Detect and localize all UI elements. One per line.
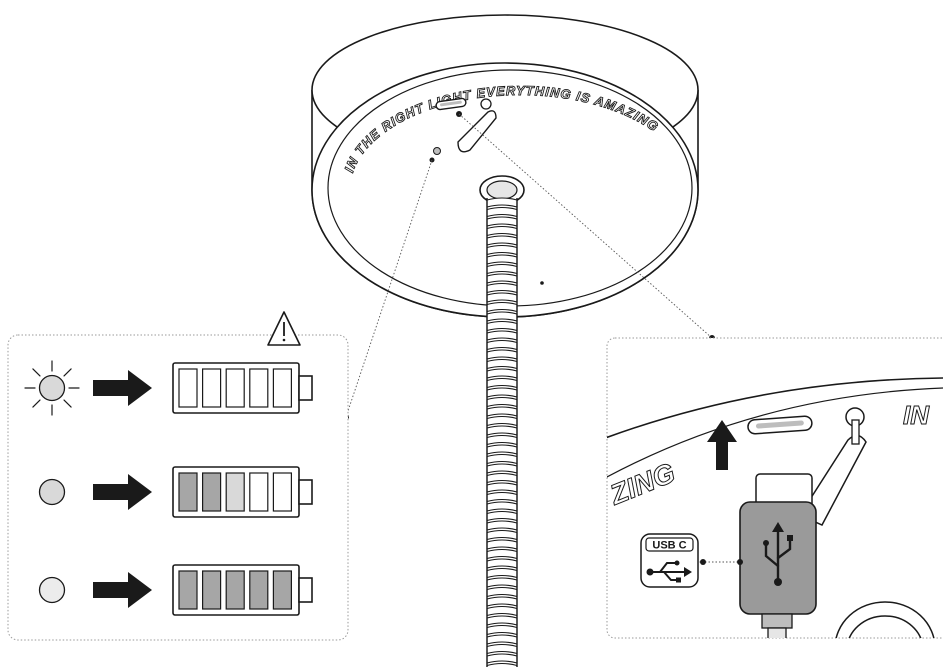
- gooseneck-arm: [486, 197, 518, 667]
- battery-cell: [202, 368, 222, 408]
- battery-cell: [178, 472, 198, 512]
- battery-cell: [225, 570, 245, 610]
- battery-cell: [225, 472, 245, 512]
- battery-status-row: [38, 564, 313, 616]
- usb-badge-symbol-icon: [646, 560, 692, 583]
- battery-cell: [249, 570, 269, 610]
- battery-cell: [272, 472, 292, 512]
- led-indicator-icon: [38, 478, 66, 506]
- arrow-right-icon: [93, 370, 152, 406]
- engraving-dot: [540, 281, 544, 285]
- arrow-up-icon: [707, 420, 737, 470]
- battery-cell: [178, 570, 198, 610]
- battery-icon: [172, 564, 313, 616]
- battery-cell: [272, 570, 292, 610]
- usb-c-cable: [739, 473, 817, 638]
- inset-port-plug: [798, 407, 867, 526]
- battery-status-row: [38, 466, 313, 518]
- led-indicator-icon: [38, 374, 66, 402]
- battery-cell: [202, 570, 222, 610]
- battery-cell: [225, 368, 245, 408]
- badge-callout-dot: [700, 559, 706, 565]
- arrow-right-icon: [93, 474, 152, 510]
- battery-cell: [178, 368, 198, 408]
- gooseneck-socket-partial: [834, 601, 936, 638]
- inset-base-rim: [607, 377, 943, 441]
- battery-cell: [249, 368, 269, 408]
- usb-charging-panel: ZING IN: [606, 337, 943, 639]
- battery-rows: [24, 360, 313, 616]
- base-usb-port: [435, 97, 467, 111]
- battery-icon: [172, 466, 313, 518]
- inset-usb-port: [747, 415, 813, 435]
- battery-status-row: [24, 360, 313, 416]
- base-port-plug: [457, 98, 497, 153]
- battery-status-panel: [7, 311, 349, 641]
- warning-triangle-icon: [267, 311, 301, 346]
- battery-cell: [249, 472, 269, 512]
- base-led-indicator: [433, 147, 441, 155]
- led-indicator-icon: [38, 576, 66, 604]
- gooseneck-coil-segment: [486, 662, 518, 667]
- inset-engraving-right: IN: [903, 400, 930, 430]
- usb-symbol-icon: [763, 522, 793, 586]
- battery-icon: [172, 362, 313, 414]
- battery-cell: [272, 368, 292, 408]
- lamp-base: IN THE RIGHT LIGHT EVERYTHING IS AMAZING: [311, 14, 699, 318]
- blinking-rays-icon: [24, 360, 80, 416]
- arrow-right-icon: [93, 572, 152, 608]
- usb-c-badge: USB C: [640, 533, 699, 588]
- battery-cell: [202, 472, 222, 512]
- connector-callout-dot: [737, 559, 743, 565]
- usb-c-badge-label: USB C: [652, 540, 686, 552]
